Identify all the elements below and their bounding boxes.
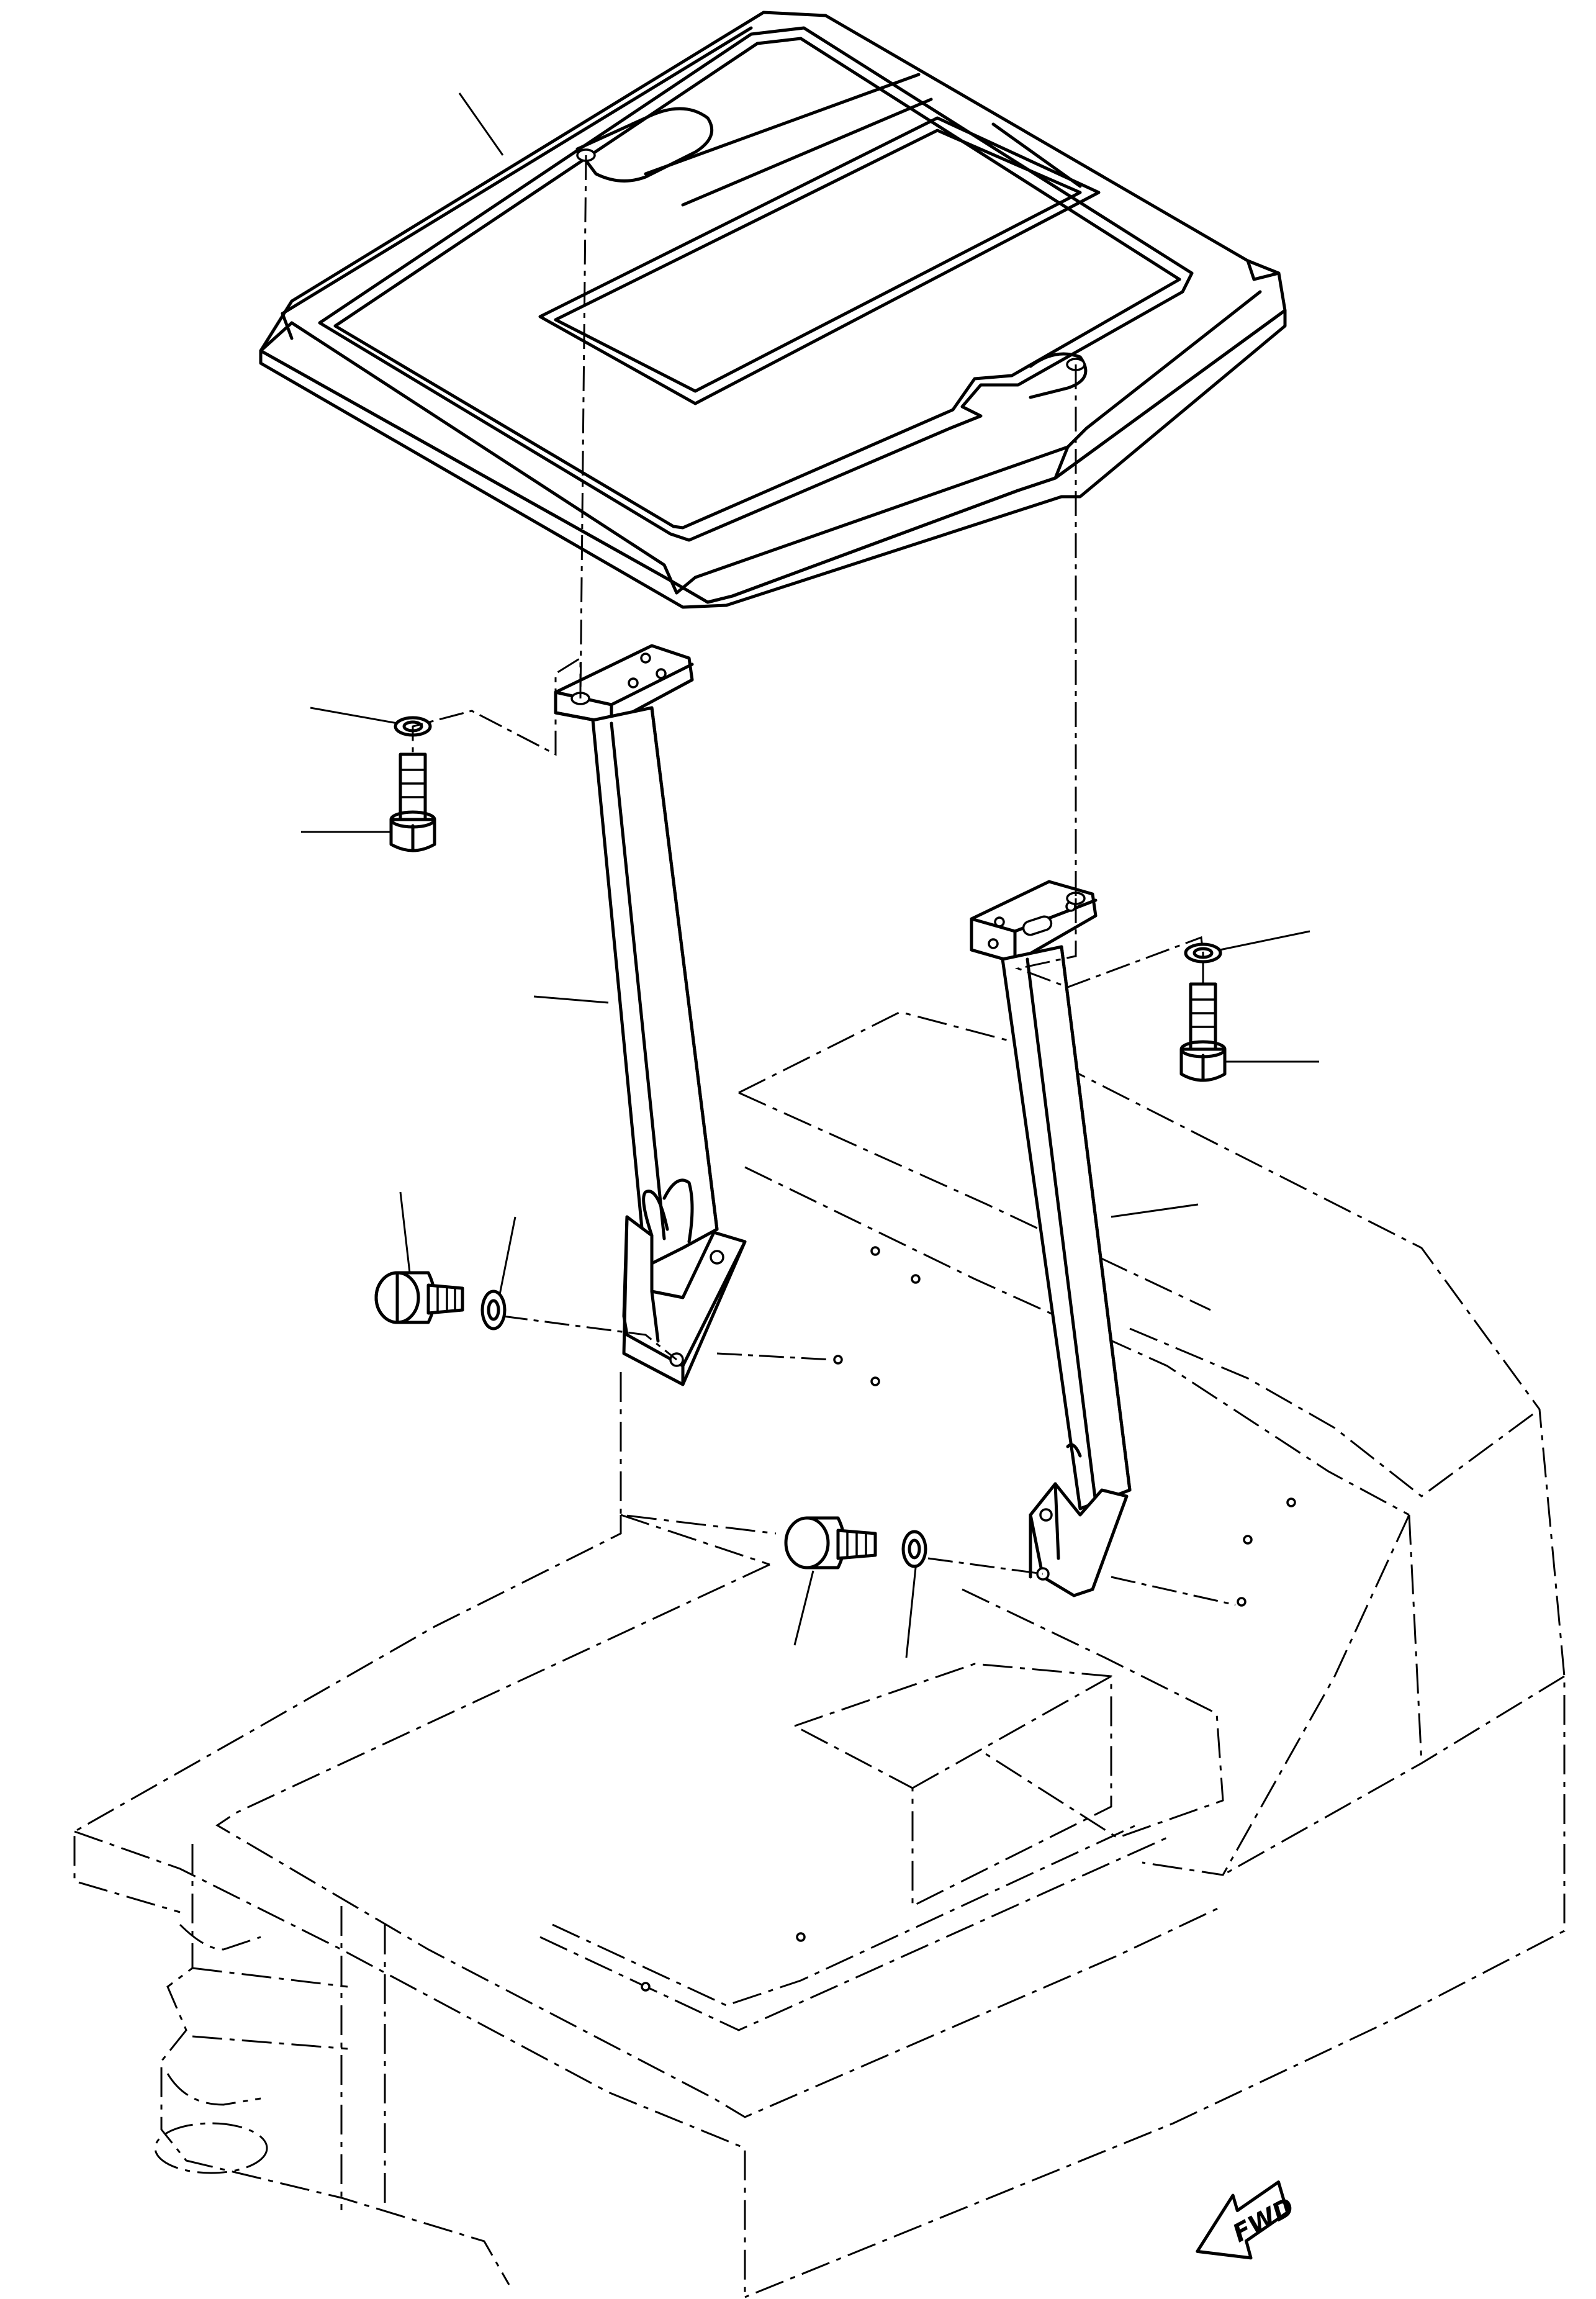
top-bolt-right [1179, 982, 1227, 1082]
canopy-roof [259, 11, 1287, 609]
lower-bolt-left [374, 1271, 464, 1324]
lower-washer-left [480, 1290, 507, 1330]
right-support-post [970, 880, 1132, 1597]
left-support-post [554, 644, 747, 1386]
callout-leaders [301, 93, 1319, 1658]
assembly-center-lines [412, 155, 1236, 1606]
machine-body-phantom [73, 1011, 1566, 2298]
forward-arrow-icon: FWD [1196, 2180, 1299, 2260]
lower-bolt-right [784, 1516, 877, 1570]
lower-washer-right [901, 1530, 927, 1568]
top-bolt-left [389, 752, 436, 852]
